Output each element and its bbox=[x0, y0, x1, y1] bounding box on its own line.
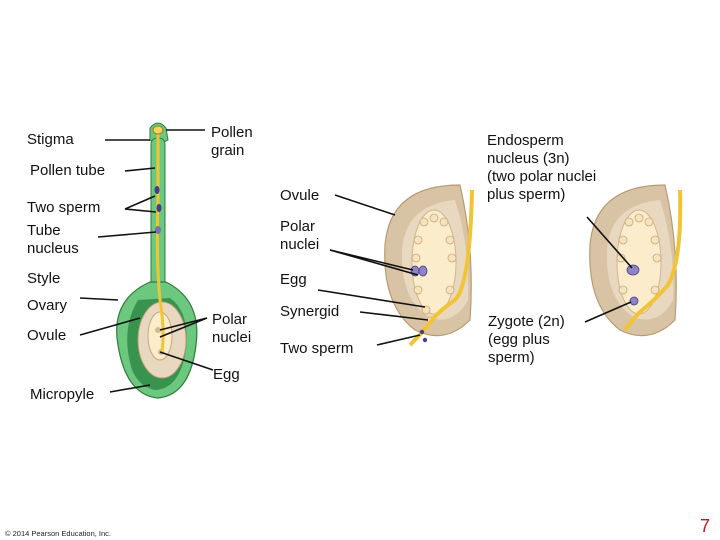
label-polar-nuclei-left: Polar nuclei bbox=[212, 311, 252, 346]
label-ovary: Ovary bbox=[27, 297, 68, 314]
sac-cells-mid bbox=[411, 213, 457, 295]
label-pollen-tube: Pollen tube bbox=[30, 162, 106, 179]
label-egg-left: Egg bbox=[213, 366, 240, 383]
label-ovule-left: Ovule bbox=[27, 327, 67, 344]
label-polar-nuclei-mid: Polar nuclei bbox=[280, 218, 320, 253]
label-pollen-grain: Pollen grain bbox=[211, 124, 253, 159]
pollen-tube-right bbox=[623, 189, 683, 332]
embryo-sac-left bbox=[147, 311, 173, 361]
label-micropyle: Micropyle bbox=[30, 386, 95, 403]
ovule-illustration-right bbox=[589, 184, 683, 337]
pistil-illustration bbox=[116, 122, 198, 399]
sperm-dot-mid-1 bbox=[419, 329, 425, 335]
label-tube-nucleus: Tube nucleus bbox=[27, 222, 79, 257]
sperm-dot-left-1 bbox=[154, 186, 160, 194]
leader-lines bbox=[79, 129, 633, 393]
page-number: 7 bbox=[700, 516, 711, 536]
label-style: Style bbox=[27, 270, 61, 287]
label-zygote: Zygote (2n) (egg plus sperm) bbox=[488, 313, 565, 366]
zygote-shape bbox=[629, 296, 639, 306]
label-egg-mid: Egg bbox=[280, 271, 307, 288]
label-two-sperm-mid: Two sperm bbox=[280, 340, 354, 357]
label-synergid: Synergid bbox=[280, 303, 340, 320]
sperm-dot-mid-2 bbox=[422, 337, 428, 343]
label-endosperm-nucleus: Endosperm nucleus (3n) (two polar nuclei… bbox=[487, 132, 597, 203]
copyright-notice: © 2014 Pearson Education, Inc. bbox=[5, 529, 112, 538]
label-ovule-mid: Ovule bbox=[280, 187, 320, 204]
label-stigma: Stigma bbox=[27, 131, 74, 148]
polar-nucleus-mid-2 bbox=[418, 265, 428, 277]
label-two-sperm-left: Two sperm bbox=[27, 199, 101, 216]
tube-nucleus-dot bbox=[155, 226, 161, 234]
sperm-dot-left-2 bbox=[156, 204, 162, 212]
pollen-tube-left bbox=[155, 132, 165, 353]
sac-cells-right bbox=[616, 213, 662, 295]
pollen-tube-mid bbox=[408, 189, 474, 347]
endosperm-nucleus-shape bbox=[626, 264, 640, 276]
embryo-sac-mid bbox=[411, 209, 457, 315]
polar-nuclei-dot-left bbox=[155, 327, 161, 333]
ovule-illustration-mid bbox=[384, 184, 474, 347]
egg-cell-mid bbox=[421, 305, 431, 315]
pollen-grain-shape bbox=[152, 125, 164, 135]
